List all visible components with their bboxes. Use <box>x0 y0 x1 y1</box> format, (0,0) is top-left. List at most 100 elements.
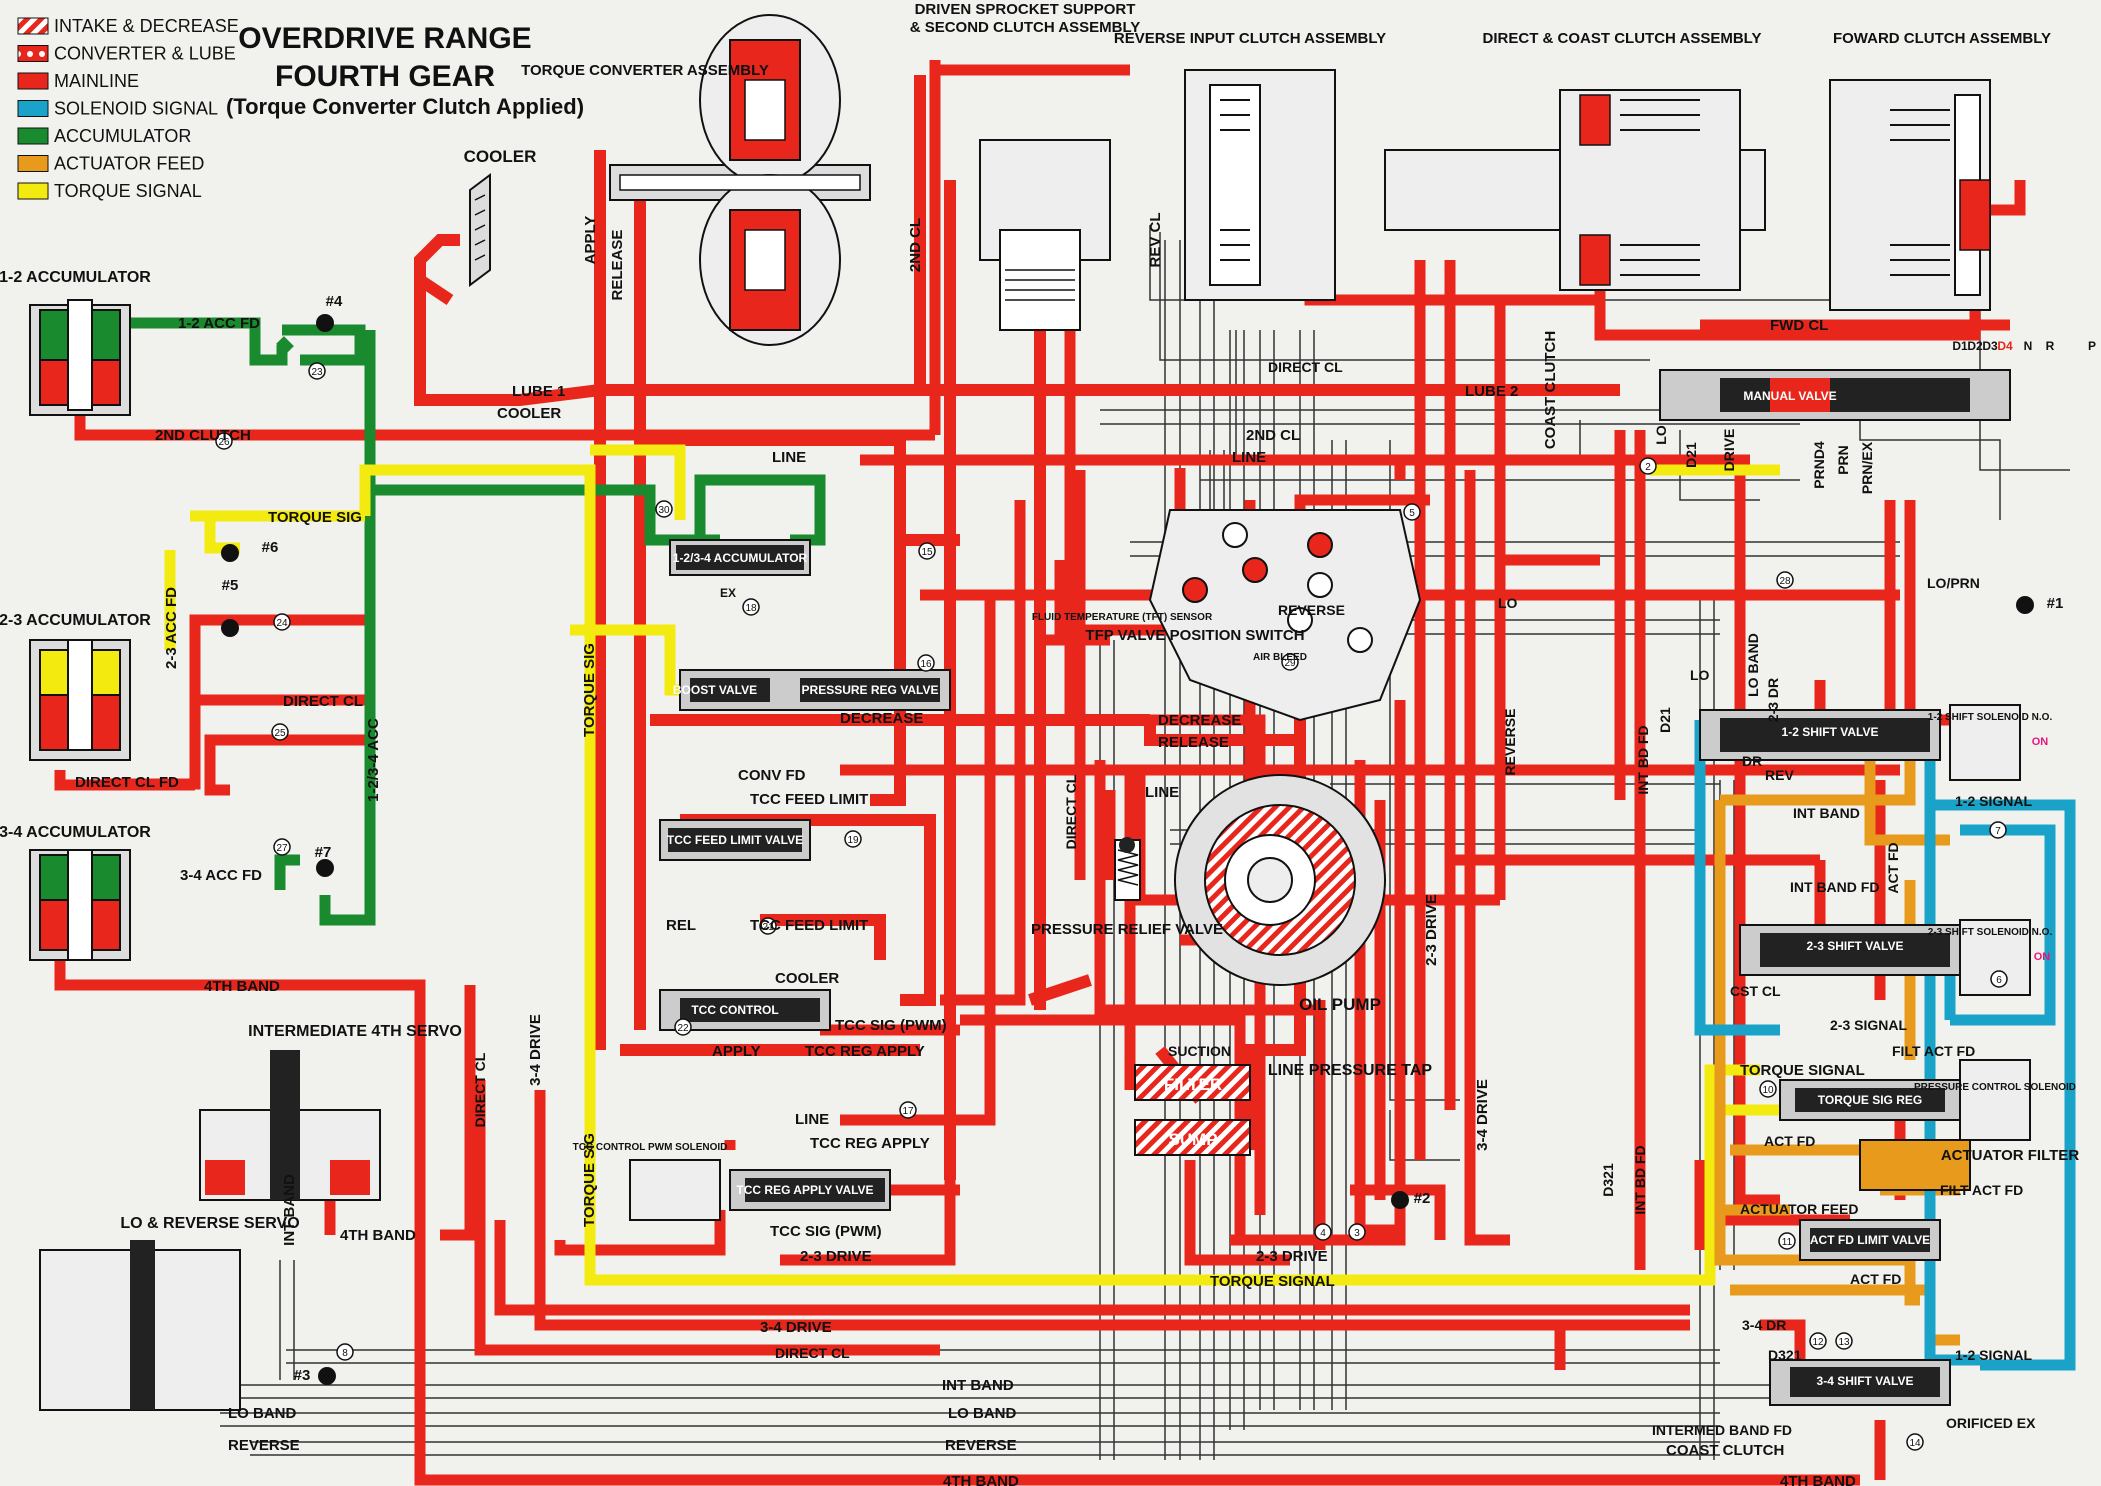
orifice-circle <box>1281 653 1299 671</box>
legend-swatch <box>17 127 49 145</box>
passage-int-band-3: INT BAND <box>1793 805 1860 821</box>
passage-direct-cl: DIRECT CL <box>283 693 363 710</box>
tcc-pwm-solenoid-label: TCC CONTROL PWM SOLENOID <box>573 1142 728 1153</box>
passage-dr: DR <box>1742 753 1762 769</box>
passage-line-2: LINE <box>1232 449 1266 466</box>
passage-fourth-band-3: 4TH BAND <box>943 1473 1019 1486</box>
passage-rel: REL <box>666 917 696 934</box>
orifice-number: 24 <box>276 618 288 629</box>
manual-valve-label: MANUAL VALVE <box>1743 389 1836 403</box>
lo-reverse-servo-body <box>39 1240 241 1411</box>
shift23-valve-label: 2-3 SHIFT VALVE <box>1807 939 1904 953</box>
orifice-circle <box>1778 1232 1796 1250</box>
passage-filt-act-fd-1: FILT ACT FD <box>1892 1043 1975 1059</box>
passage-cooler: COOLER <box>497 405 561 422</box>
passage-conv-fd: CONV FD <box>738 767 806 784</box>
passage-torque-signal-2: TORQUE SIGNAL <box>1740 1062 1865 1079</box>
orifice-circle <box>215 432 233 450</box>
orifice-number: 28 <box>1779 576 1791 587</box>
direct-coast-clutch <box>1384 89 1766 291</box>
legend-swatch <box>17 100 49 117</box>
passage-torque-sig-2: TORQUE SIG <box>581 643 598 737</box>
manual-position-n: N <box>2024 339 2033 353</box>
passage-drive34-2: 3-4 DRIVE <box>760 1319 832 1336</box>
orifice-circle <box>1990 970 2008 988</box>
passage-dr23: 2-3 DR <box>1765 678 1781 722</box>
tcc-control-label: TCC CONTROL <box>691 1003 778 1017</box>
passage-second-cl-1: 2ND CL <box>907 218 924 272</box>
passage-reverse-3: REVERSE <box>1278 602 1345 618</box>
passage-lo-3: LO <box>1690 667 1710 683</box>
passage-act-fd-3: ACT FD <box>1850 1271 1901 1287</box>
passage-d21-1: D21 <box>1683 442 1699 468</box>
orifice-number: 8 <box>342 1348 348 1359</box>
act-fd-limit-label: ACT FD LIMIT VALVE <box>1810 1233 1930 1247</box>
passage-apply: APPLY <box>582 216 599 265</box>
orifice-number: 11 <box>1782 1237 1793 1248</box>
shift23-on-label: ON <box>2034 951 2051 963</box>
manual-position-d1: D1 <box>1952 339 1968 353</box>
legend-swatch <box>17 182 49 200</box>
tfp-switch-body <box>1148 509 1422 722</box>
passage-fourth-band-2: 4TH BAND <box>340 1227 416 1244</box>
passage-intermed-band-fd: INTERMED BAND FD <box>1652 1422 1792 1438</box>
orifice-circle <box>918 542 936 560</box>
orifice-number: 3 <box>1354 1228 1360 1239</box>
orifice-circle <box>1639 457 1657 475</box>
legend-swatch <box>17 17 49 35</box>
oil-pump-label: OIL PUMP <box>1299 995 1381 1014</box>
passage-drive34-3: 3-4 DRIVE <box>1474 1079 1491 1151</box>
orifice-number: 19 <box>847 835 859 846</box>
checkball-label: #1 <box>2047 595 2064 612</box>
manual-position-d4: D4 <box>1997 339 2013 353</box>
legend-label: ACCUMULATOR <box>54 126 191 146</box>
passage-prn-ex: PRN/EX <box>1859 441 1875 494</box>
passage-reverse-4: REVERSE <box>1502 709 1518 776</box>
passage-torque-sig-3: TORQUE SIG <box>581 1133 598 1227</box>
passage-act-fd-2: ACT FD <box>1764 1133 1815 1149</box>
tcc-reg-apply-body[interactable] <box>629 1159 891 1221</box>
tcc-feed-limit-body[interactable] <box>659 819 811 861</box>
title-line-2: FOURTH GEAR <box>275 60 495 93</box>
orifice-number: 7 <box>1995 826 2001 837</box>
orifice-number: 12 <box>1812 1337 1824 1348</box>
acc-12-label: 1-2 ACCUMULATOR <box>0 269 151 286</box>
passage-signal12-2: 1-2 SIGNAL <box>1955 1347 2032 1363</box>
checkball-label: #6 <box>262 539 279 556</box>
tcc-feed-limit-label: TCC FEED LIMIT VALVE <box>667 833 803 847</box>
orifice-number: 10 <box>1762 1085 1774 1096</box>
orifice-number: 13 <box>1838 1337 1850 1348</box>
passage-line-1: LINE <box>772 449 806 466</box>
shift-valve-34-body[interactable] <box>1769 1359 1951 1406</box>
orifice-number: 16 <box>920 659 932 670</box>
passage-dr34: 3-4 DR <box>1742 1317 1786 1333</box>
torque-sig-reg-body[interactable] <box>1779 1059 2031 1141</box>
legend-label: ACTUATOR FEED <box>54 154 204 174</box>
passage-int-band-2: INT BAND <box>942 1377 1014 1394</box>
acc-1234-body[interactable] <box>669 539 811 576</box>
checkball-label: #5 <box>222 577 239 594</box>
passage-second-clutch: 2ND CLUTCH <box>155 427 251 444</box>
checkball-label: #2 <box>1414 1190 1431 1207</box>
orifice-number: 17 <box>902 1106 914 1117</box>
orifice-circle <box>844 830 862 848</box>
passage-drive23-2: 2-3 DRIVE <box>1256 1248 1328 1265</box>
passage-direct-cl-fd: DIRECT CL FD <box>75 774 179 791</box>
legend-label: INTAKE & DECREASE <box>54 16 239 36</box>
passage-release: RELEASE <box>609 230 626 301</box>
torque-converter <box>609 14 871 346</box>
act-fd-limit-valve-body[interactable] <box>1799 1219 1941 1261</box>
passage-int-band-fd: INT BAND FD <box>1790 879 1879 895</box>
pressure-reg-body[interactable] <box>679 669 951 711</box>
passage-second-cl-2: 2ND CL <box>1246 427 1300 444</box>
passage-tcc-feed-limit-2: TCC FEED LIMIT <box>750 917 868 934</box>
shift-valve-12-body[interactable] <box>1699 704 2021 781</box>
passage-int-bd-fd-2: INT BD FD <box>1632 1145 1648 1214</box>
passage-int-band-1: INT BAND <box>281 1174 298 1246</box>
passage-signal23: 2-3 SIGNAL <box>1830 1017 1907 1033</box>
manual-valve-body[interactable] <box>1659 369 2011 421</box>
passage-orificed-ex: ORIFICED EX <box>1946 1415 2036 1431</box>
passage-direct-cl-5: DIRECT CL <box>775 1345 850 1361</box>
